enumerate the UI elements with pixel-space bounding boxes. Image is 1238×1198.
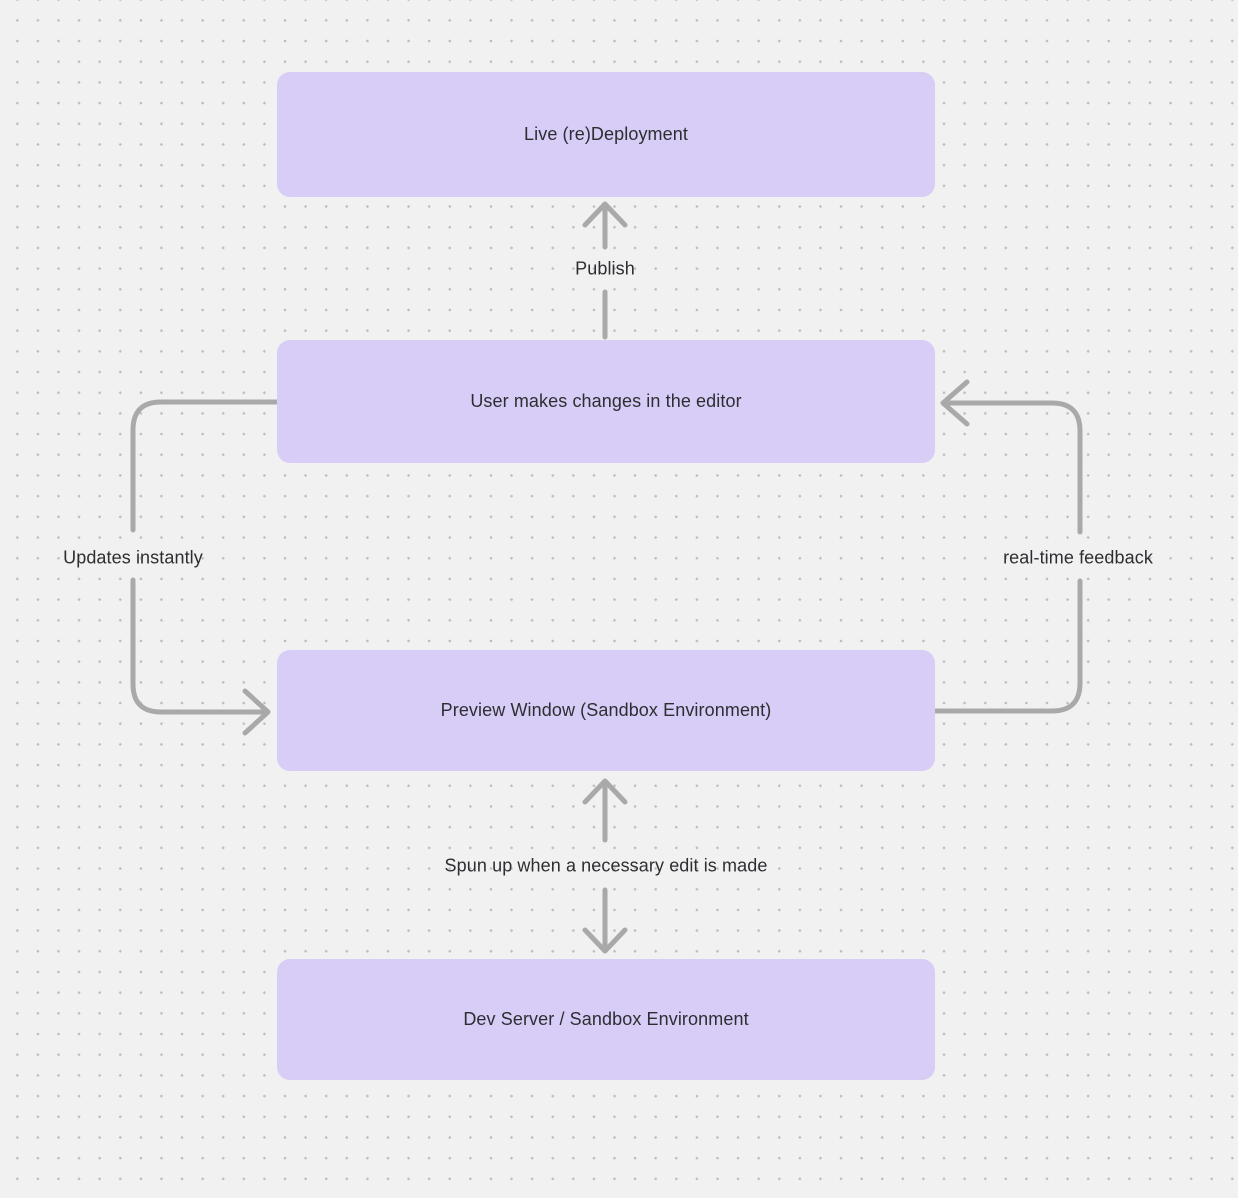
node-preview-window: Preview Window (Sandbox Environment) <box>277 650 935 771</box>
node-dev-server: Dev Server / Sandbox Environment <box>277 959 935 1080</box>
node-live-deployment-label: Live (re)Deployment <box>524 124 688 144</box>
edge-label-spun-up: Spun up when a necessary edit is made <box>444 855 768 876</box>
edge-label-publish: Publish <box>575 258 635 279</box>
node-preview-window-label: Preview Window (Sandbox Environment) <box>440 700 772 720</box>
node-editor-changes-label: User makes changes in the editor <box>470 391 742 411</box>
arrowhead-left-icon <box>940 379 970 427</box>
arrowhead-right-icon <box>242 688 271 736</box>
edge-label-real-time-feedback: real-time feedback <box>1003 547 1153 568</box>
arrowhead-down-icon <box>582 927 628 954</box>
node-live-deployment: Live (re)Deployment <box>277 72 935 197</box>
arrowhead-up-icon <box>582 201 628 228</box>
node-dev-server-label: Dev Server / Sandbox Environment <box>463 1009 749 1029</box>
edge-real-time-feedback-arrow <box>932 379 1083 714</box>
edge-label-updates-instantly: Updates instantly <box>63 547 203 568</box>
node-editor-changes: User makes changes in the editor <box>277 340 935 463</box>
arrowhead-up-icon <box>582 778 628 805</box>
